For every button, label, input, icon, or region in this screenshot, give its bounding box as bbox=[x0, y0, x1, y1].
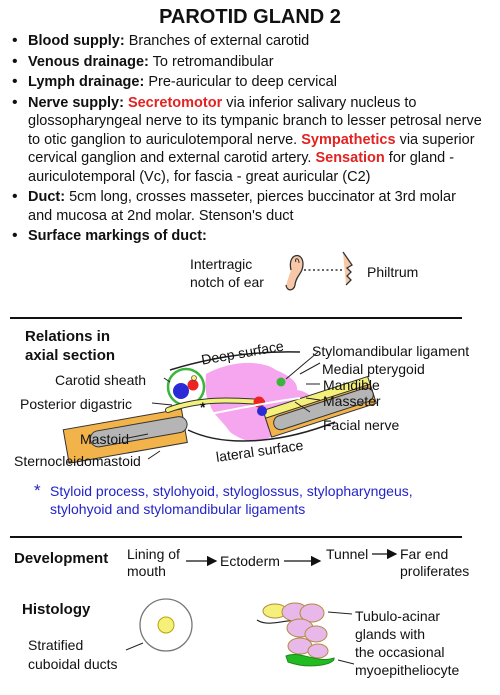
venous-drainage-text: To retromandibular bbox=[148, 53, 274, 70]
facial-nerve-line bbox=[209, 397, 301, 415]
blood-supply-label: Blood supply: bbox=[28, 33, 125, 49]
carotid-sheath-label: Carotid sheath bbox=[55, 372, 147, 388]
mandible-block bbox=[262, 375, 377, 438]
duct-label: Duct: bbox=[28, 189, 66, 205]
retromandibular-vein bbox=[257, 406, 267, 416]
mandible-label: Mandible bbox=[323, 377, 380, 393]
facts-list: Blood supply: Branches of external carot… bbox=[12, 32, 482, 248]
medial-pterygoid-label: Medial pterygoid bbox=[322, 361, 425, 377]
page-title: PAROTID GLAND 2 bbox=[159, 6, 341, 28]
section-divider bbox=[10, 536, 462, 538]
sympathetics-text: via superior cervical ganglion and exter… bbox=[28, 131, 475, 167]
ear-icon bbox=[285, 255, 304, 291]
development-heading: Development bbox=[14, 550, 109, 567]
asterisk-marker: * bbox=[200, 399, 206, 415]
blood-supply-text: Branches of external carotid bbox=[124, 33, 310, 49]
note-asterisk: * bbox=[34, 481, 41, 500]
philtrum-label: Philtrum bbox=[367, 264, 419, 280]
leader-lines bbox=[127, 351, 321, 460]
stylomandibular-ligament-dot bbox=[276, 377, 286, 387]
styloid-note: Styloid process, stylohyoid, styloglossu… bbox=[50, 483, 413, 517]
lymph-drainage-text: Pre-auricular to deep cervical bbox=[144, 74, 337, 90]
myoepitheliocyte-cell bbox=[285, 654, 335, 667]
nose-lips-icon bbox=[342, 251, 353, 286]
sensation-text: for gland - auriculotemporal (Vc), for f… bbox=[28, 150, 455, 185]
list-item-nerve-supply: Nerve supply: Secretomotor via inferior … bbox=[12, 94, 482, 187]
sensation-term: Sensation bbox=[315, 150, 385, 166]
internal-carotid-artery bbox=[187, 379, 199, 391]
tubulo-acinar-label: Tubulo-acinar glands with the occasional… bbox=[355, 608, 460, 678]
facial-nerve-label: Facial nerve bbox=[323, 417, 400, 433]
histology-heading: Histology bbox=[22, 601, 91, 618]
mastoid-label: Mastoid bbox=[80, 431, 130, 447]
vagus-nerve bbox=[191, 375, 197, 381]
relations-heading: Relations in axial section bbox=[25, 328, 116, 364]
development-step-3: Tunnel bbox=[326, 546, 369, 562]
surface-markings-label: Surface markings of duct: bbox=[28, 228, 207, 244]
section-divider bbox=[10, 317, 462, 319]
stylomandibular-ligament-label: Stylomandibular ligament bbox=[312, 343, 470, 359]
list-item-blood-supply: Blood supply: Branches of external carot… bbox=[12, 32, 482, 51]
masseter-label: Masseter bbox=[323, 393, 381, 409]
intertragic-notch-label: Intertragic notch of ear bbox=[190, 256, 264, 290]
list-item-duct: Duct: 5cm long, crosses masseter, pierce… bbox=[12, 188, 482, 225]
duct-cross-section bbox=[125, 598, 193, 652]
secretomotor-term: Secretomotor bbox=[127, 94, 223, 111]
mandible-bone bbox=[273, 387, 374, 431]
nerve-supply-label: Nerve supply: bbox=[28, 94, 124, 111]
posterior-digastric-band bbox=[166, 398, 264, 412]
list-item-surface-markings: Surface markings of duct: bbox=[12, 227, 482, 246]
posterior-digastric-label: Posterior digastric bbox=[20, 396, 133, 412]
development-step-1: Lining of mouth bbox=[127, 546, 180, 579]
sympathetics-term: Sympathetics bbox=[301, 131, 396, 148]
list-item-lymph-drainage: Lymph drainage: Pre-auricular to deep ce… bbox=[12, 73, 482, 92]
stratified-cuboidal-label: Stratified cuboidal ducts bbox=[28, 637, 118, 672]
sternocleidomastoid-label: Sternocleidomastoid bbox=[14, 453, 141, 469]
internal-jugular-vein bbox=[173, 383, 189, 399]
development-step-4: Far end proliferates bbox=[400, 546, 470, 579]
acinar-gland-cluster bbox=[256, 602, 355, 667]
list-item-venous-drainage: Venous drainage: To retromandibular bbox=[12, 53, 482, 72]
mastoid-sternocleidomastoid-block bbox=[62, 408, 188, 464]
venous-drainage-label: Venous drainage: bbox=[28, 53, 149, 70]
secretomotor-text: via inferior salivary nucleus to glossop… bbox=[28, 94, 482, 148]
lateral-surface-line bbox=[187, 421, 336, 442]
duct-text: 5cm long, crosses masseter, pierces bucc… bbox=[28, 189, 456, 224]
deep-surface-line bbox=[169, 351, 301, 371]
lymph-drainage-label: Lymph drainage: bbox=[28, 74, 145, 90]
development-step-2: Ectoderm bbox=[220, 553, 280, 569]
